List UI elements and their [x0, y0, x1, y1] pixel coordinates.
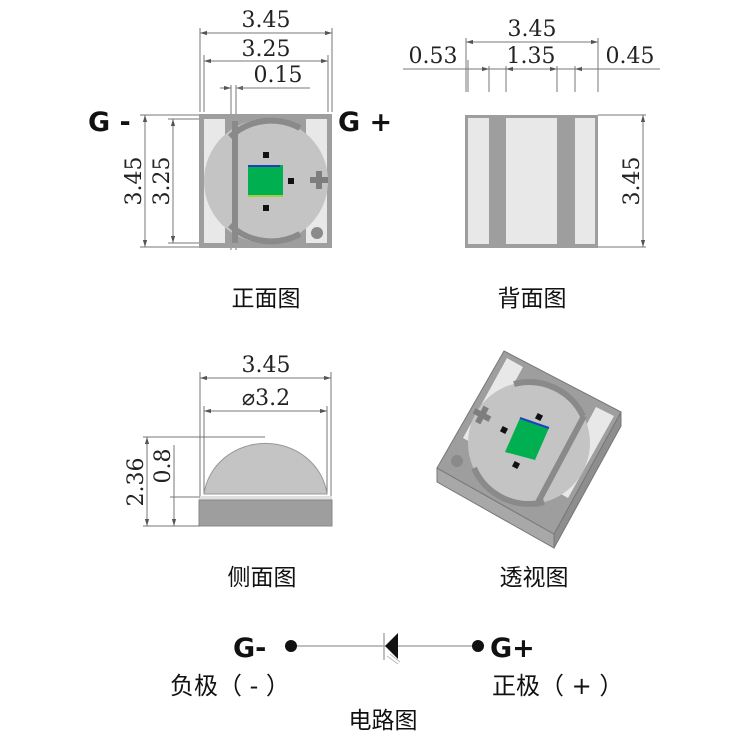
- front-view: 3.45 3.25 0.15 3.45 3.25 G - G + 正面: [88, 8, 392, 312]
- back-pad-right-width: 0.45: [606, 44, 655, 69]
- diode-symbol-icon: [385, 633, 398, 659]
- back-height: 3.45: [620, 157, 645, 206]
- side-view-caption: 侧面图: [228, 565, 297, 591]
- perspective-view-caption: 透视图: [500, 565, 569, 591]
- negative-pole-label: 负极（ - ）: [170, 672, 290, 700]
- side-lens-dome: [203, 442, 328, 495]
- side-view: 3.45 ⌀3.2 2.36 0.8 侧面图: [124, 353, 333, 591]
- front-view-caption: 正面图: [232, 286, 301, 312]
- back-view-caption: 背面图: [498, 286, 567, 312]
- perspective-led-chip: [505, 418, 549, 460]
- perspective-view: 透视图: [436, 350, 622, 591]
- back-pad-right: [575, 118, 595, 244]
- front-width-inner: 3.25: [242, 37, 291, 62]
- back-view: 3.45 0.53 1.35 0.45 3.45 背面图: [403, 17, 660, 312]
- back-pad-left-width: 0.53: [409, 44, 458, 69]
- front-led-chip: [248, 165, 283, 197]
- front-gap: 0.15: [254, 63, 303, 88]
- minus-polarity-dot-icon: [311, 227, 323, 239]
- side-width: 3.45: [242, 353, 291, 378]
- front-width-outer: 3.45: [242, 8, 291, 33]
- side-base-height: 0.8: [151, 449, 176, 484]
- front-height-inner: 3.25: [150, 157, 175, 206]
- back-pad-center: [506, 118, 557, 244]
- back-pad-left: [468, 118, 489, 244]
- circuit-diagram: G- G+ 负极（ - ） 正极（ + ） 电路图: [170, 633, 623, 734]
- side-package-base: [198, 499, 333, 527]
- side-lens-diameter: ⌀3.2: [242, 386, 290, 411]
- back-pad-center-width: 1.35: [507, 44, 556, 69]
- circuit-positive-label: G+: [490, 633, 535, 664]
- circuit-negative-label: G-: [233, 633, 266, 664]
- negative-terminal-dot-icon: [285, 640, 297, 652]
- plus-polarity-mark-icon: [310, 171, 328, 189]
- front-height-outer: 3.45: [122, 157, 147, 206]
- circuit-caption: 电路图: [349, 708, 418, 734]
- back-width-total: 3.45: [508, 17, 557, 42]
- positive-pole-label: 正极（ + ）: [492, 672, 623, 700]
- positive-terminal-dot-icon: [472, 640, 484, 652]
- front-label-negative: G -: [88, 107, 131, 138]
- perspective-plus-mark-icon: [472, 405, 492, 425]
- front-label-positive: G +: [338, 107, 392, 138]
- side-total-height: 2.36: [124, 458, 149, 507]
